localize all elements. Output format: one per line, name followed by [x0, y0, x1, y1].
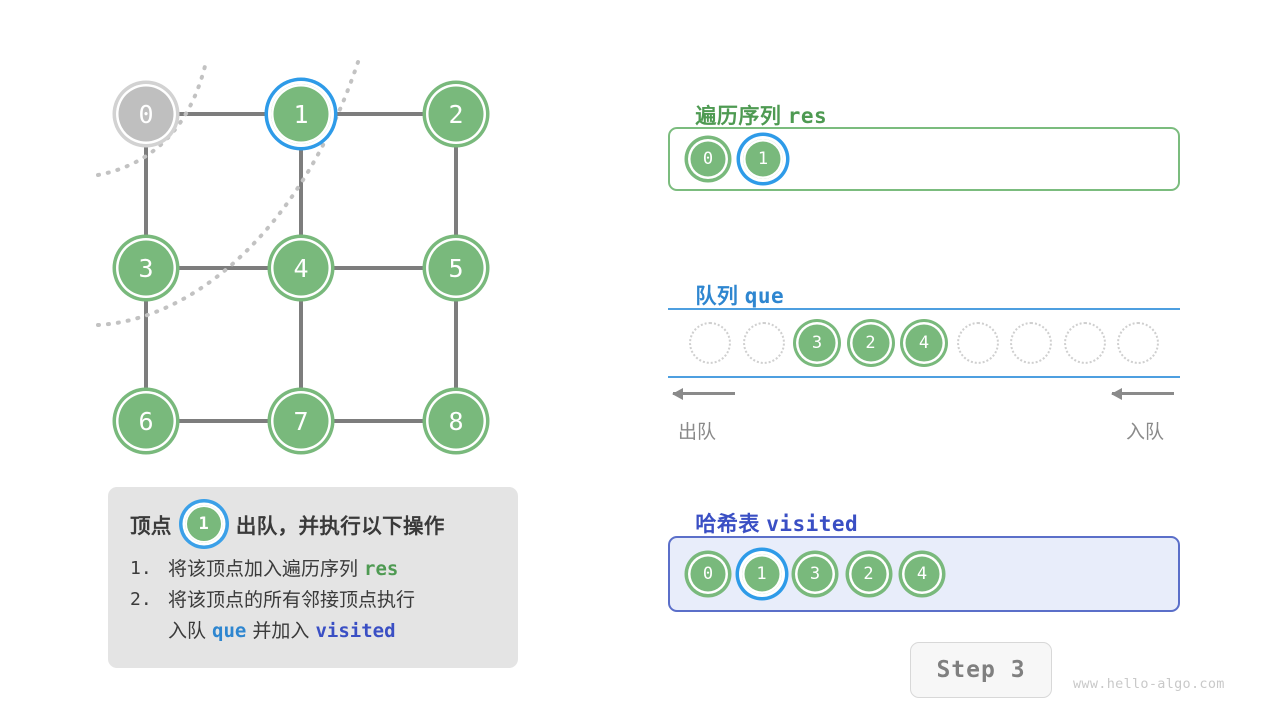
graph-edge [146, 419, 301, 423]
caption-headline: 顶点 1 出队，并执行以下操作 [130, 505, 496, 543]
caption-step-item: 入队 que 并加入 visited [130, 616, 496, 647]
res-title: 遍历序列 res [670, 76, 827, 154]
caption-vertex-node: 1 [184, 505, 223, 543]
visited-item-0[interactable]: 0 [688, 554, 728, 594]
que-slot-filled-3[interactable]: 3 [796, 322, 838, 364]
visited-title-cn: 哈希表 [695, 513, 760, 536]
enqueue-label: 入队 [1126, 422, 1165, 443]
que-slot-filled-4[interactable]: 4 [903, 322, 945, 364]
caption-step-text: 将该顶点的所有邻接顶点执行 [168, 585, 415, 616]
dequeue-arrow-icon [672, 387, 735, 400]
res-title-code: res [787, 104, 828, 128]
que-slot-empty-6[interactable] [1010, 322, 1052, 364]
caption-step-text: 将该顶点加入遍历序列 res [168, 554, 398, 585]
caption-head-prefix: 顶点 [130, 515, 172, 538]
que-title-code: que [744, 284, 785, 308]
graph-node-1[interactable]: 1 [271, 84, 331, 144]
caption-code-res: res [364, 558, 399, 580]
que-rail-top [668, 308, 1180, 310]
que-slot-empty-7[interactable] [1063, 322, 1106, 364]
caption-step-item: 2. 将该顶点的所有邻接顶点执行 [130, 585, 496, 616]
caption-code-visited: visited [315, 619, 396, 642]
graph-node-5[interactable]: 5 [426, 238, 486, 298]
graph-edge [301, 419, 456, 423]
visited-item-3[interactable]: 3 [795, 554, 835, 594]
caption-step-item: 1. 将该顶点加入遍历序列 res [130, 554, 496, 585]
res-item-1[interactable]: 1 [743, 139, 783, 179]
caption-step-number: 2. [130, 588, 152, 610]
caption-step-number: 1. [130, 558, 152, 579]
visited-title-code: visited [766, 512, 859, 536]
graph-node-0[interactable]: 0 [116, 84, 176, 144]
graph-node-7[interactable]: 7 [271, 391, 331, 451]
graph-edge [454, 268, 458, 421]
graph-node-8[interactable]: 8 [426, 391, 486, 451]
graph-node-3[interactable]: 3 [116, 238, 176, 298]
caption-box: 顶点 1 出队，并执行以下操作 1. 将该顶点加入遍历序列 res 2. 将该顶点的所… [108, 487, 518, 668]
que-slot-empty-8[interactable] [1117, 322, 1159, 364]
dequeue-label: 出队 [678, 422, 717, 443]
que-slot-empty-0[interactable] [689, 322, 731, 364]
caption-text-run: 将该顶点的所有邻接顶点执行 [168, 588, 416, 611]
enqueue-arrow-icon [1111, 387, 1174, 400]
que-slot-empty-5[interactable] [956, 322, 999, 364]
que-rail-bottom [668, 376, 1180, 378]
que-title-cn: 队列 [695, 285, 739, 308]
visited-item-2[interactable]: 2 [848, 554, 889, 594]
graph-edge [299, 268, 303, 421]
caption-text-run: 入队 [168, 619, 213, 642]
res-title-cn: 遍历序列 [695, 105, 782, 128]
graph-edge [144, 268, 148, 421]
graph-node-4[interactable]: 4 [271, 238, 331, 298]
graph-edge [454, 114, 458, 268]
que-slot-empty-1[interactable] [742, 322, 785, 364]
graph-panel: 0 1 2 3 4 5 6 7 8 [0, 0, 620, 480]
caption-step-number [130, 616, 168, 647]
caption-step-text: 入队 que 并加入 visited [168, 616, 396, 647]
caption-code-que: que [212, 619, 247, 642]
graph-node-6[interactable]: 6 [116, 391, 176, 451]
graph-edge [301, 266, 456, 270]
que-slot-filled-2[interactable]: 2 [849, 322, 892, 364]
step-badge: Step 3 [910, 642, 1052, 698]
caption-text-run: 将该顶点加入遍历序列 [168, 558, 365, 580]
graph-node-2[interactable]: 2 [426, 84, 486, 144]
que-title: 队列 que [670, 256, 784, 334]
graph-edge [301, 112, 456, 116]
watermark: www.hello-algo.com [1073, 676, 1225, 692]
caption-head-suffix: 出队，并执行以下操作 [235, 515, 445, 538]
visited-item-1[interactable]: 1 [741, 554, 782, 594]
visited-title: 哈希表 visited [670, 484, 858, 562]
res-item-0[interactable]: 0 [688, 139, 728, 179]
caption-text-run: 并加入 [246, 619, 316, 642]
visited-item-4[interactable]: 4 [902, 554, 942, 594]
